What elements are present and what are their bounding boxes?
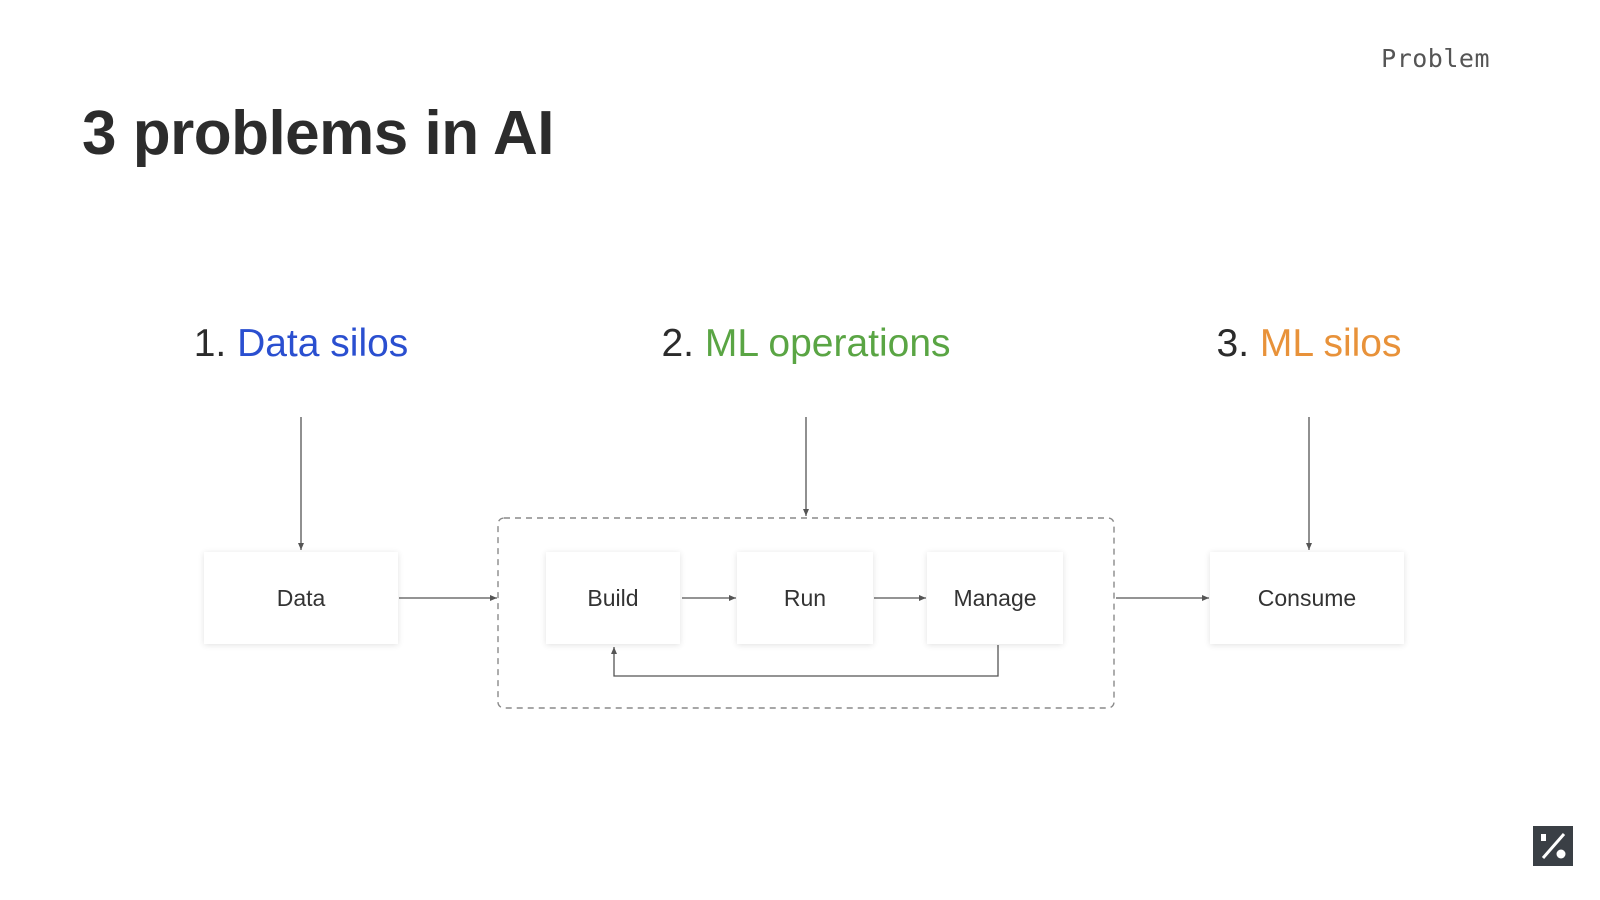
problem-label: Data silos (237, 322, 409, 365)
percent-logo-icon (1533, 826, 1573, 866)
node-consume: Consume (1210, 552, 1404, 644)
problem-heading-ml-operations: 2. ML operations (661, 322, 950, 366)
node-data: Data (204, 552, 398, 644)
node-manage: Manage (927, 552, 1063, 644)
section-tag: Problem (1381, 44, 1490, 73)
node-build: Build (546, 552, 680, 644)
problem-label: ML silos (1259, 322, 1402, 365)
node-run: Run (737, 552, 873, 644)
problem-heading-ml-silos: 3. ML silos (1217, 322, 1402, 366)
problem-number: 1. (193, 322, 227, 365)
arrow-manage-loop-to-build (611, 645, 999, 677)
page-title: 3 problems in AI (82, 99, 555, 168)
problem-label: ML operations (704, 322, 951, 365)
ml-operations-container (497, 517, 1115, 709)
problem-number: 3. (1216, 322, 1250, 365)
problem-heading-data-silos: 1. Data silos (194, 322, 409, 366)
problem-number: 2. (661, 322, 694, 365)
